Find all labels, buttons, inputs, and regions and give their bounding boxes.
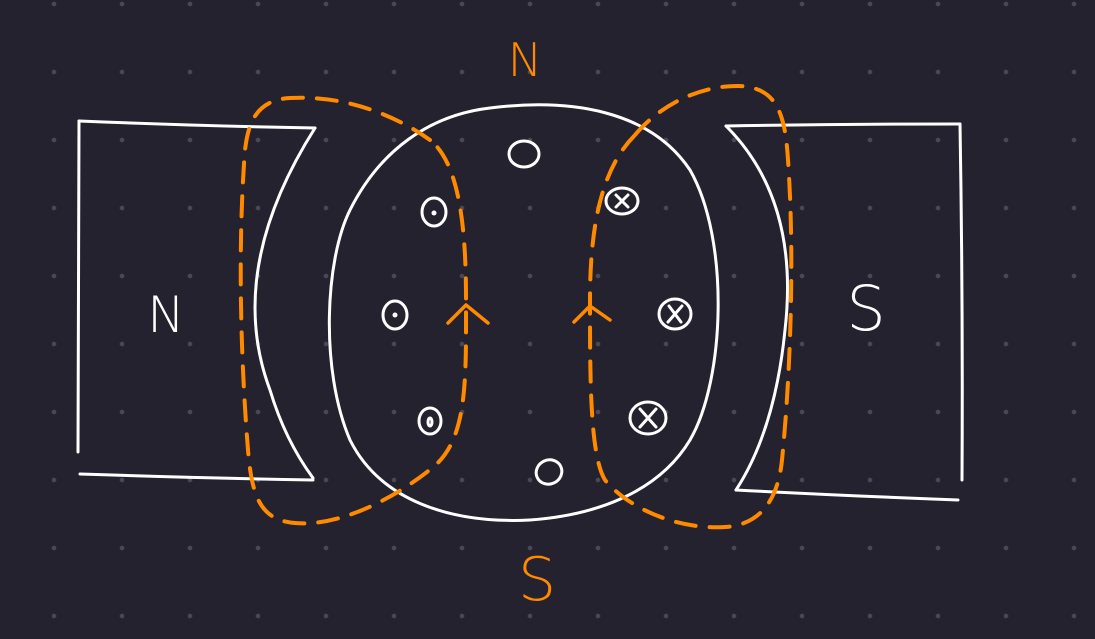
flux-loop-right xyxy=(588,83,794,530)
label-right-magnet: S xyxy=(846,272,885,345)
conductor-in-upper-right xyxy=(604,186,640,216)
label-rotor-top: N xyxy=(508,33,542,87)
conductor-out-left xyxy=(381,299,409,331)
flux-arrow-right xyxy=(572,304,612,324)
rotor-circle xyxy=(327,103,720,522)
conductor-in-right xyxy=(657,297,693,331)
conductor-out-upper-left xyxy=(420,196,448,228)
conductor-out-top xyxy=(507,139,541,169)
flux-arrow-left xyxy=(446,303,490,325)
label-left-magnet: N xyxy=(147,286,184,344)
flux-loop-left xyxy=(238,95,469,526)
conductor-out-bottom xyxy=(534,458,564,486)
left-magnet-n xyxy=(76,119,317,482)
conductor-in-lower-right xyxy=(628,400,668,436)
right-magnet-s xyxy=(724,122,964,502)
conductor-out-lower-left xyxy=(417,406,443,436)
label-rotor-bottom: S xyxy=(518,545,556,615)
